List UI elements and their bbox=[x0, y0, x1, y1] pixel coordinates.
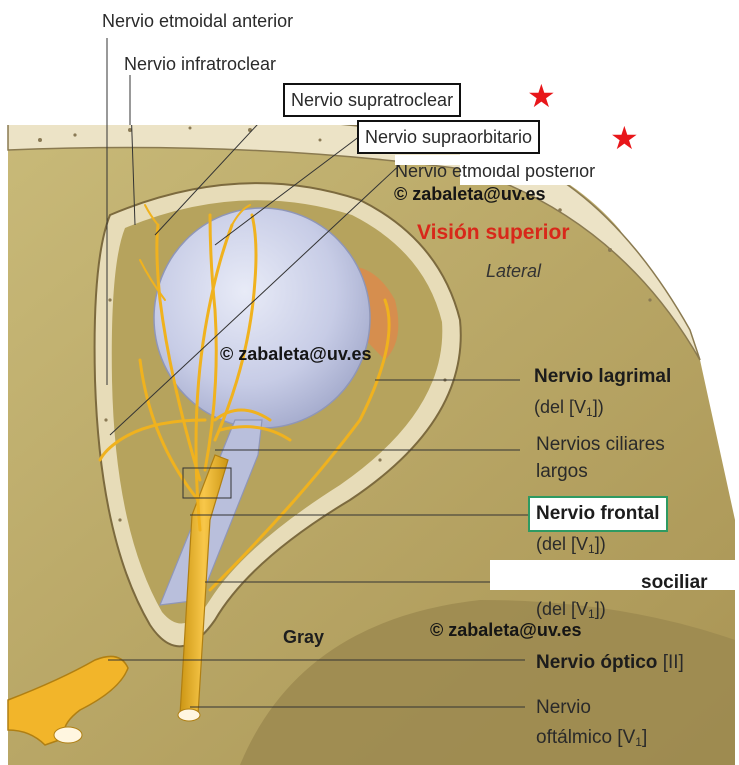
label-ciliares-line1: Nervios ciliares bbox=[536, 434, 665, 456]
label-lagrimal-origin: (del [V1]) bbox=[534, 396, 604, 423]
label-optico: Nervio óptico [II] bbox=[536, 652, 684, 674]
label-oftalmico-line2: oftálmico [V1] bbox=[536, 727, 647, 753]
label-supraorbitario: Nervio supraorbitario bbox=[357, 120, 540, 154]
label-etmoidal-anterior: Nervio etmoidal anterior bbox=[102, 10, 293, 32]
watermark-gray: Gray bbox=[283, 627, 324, 648]
label-ciliares-line2: largos bbox=[536, 461, 588, 483]
label-lagrimal: Nervio lagrimal bbox=[534, 366, 671, 388]
watermark-top: © zabaleta@uv.es bbox=[394, 184, 546, 205]
star-marker-supraorbitario: ★ bbox=[610, 122, 639, 154]
view-title: Visión superior bbox=[417, 221, 570, 245]
star-marker-supratroclear: ★ bbox=[527, 80, 556, 112]
label-frontal-highlighted: Nervio frontal bbox=[528, 496, 668, 532]
watermark-bottom: © zabaleta@uv.es bbox=[430, 620, 582, 641]
watermark-middle: © zabaleta@uv.es bbox=[220, 344, 372, 365]
label-infratroclear: Nervio infratroclear bbox=[124, 53, 276, 75]
view-orientation: Lateral bbox=[486, 261, 541, 282]
label-supratroclear: Nervio supratroclear bbox=[283, 83, 461, 117]
label-nasociliar: sociliar bbox=[641, 572, 708, 594]
label-frontal-origin: (del [V1]) bbox=[536, 533, 606, 560]
etmoidal-posterior-partial-mask bbox=[395, 155, 600, 165]
label-oftalmico-line1: Nervio bbox=[536, 697, 591, 719]
